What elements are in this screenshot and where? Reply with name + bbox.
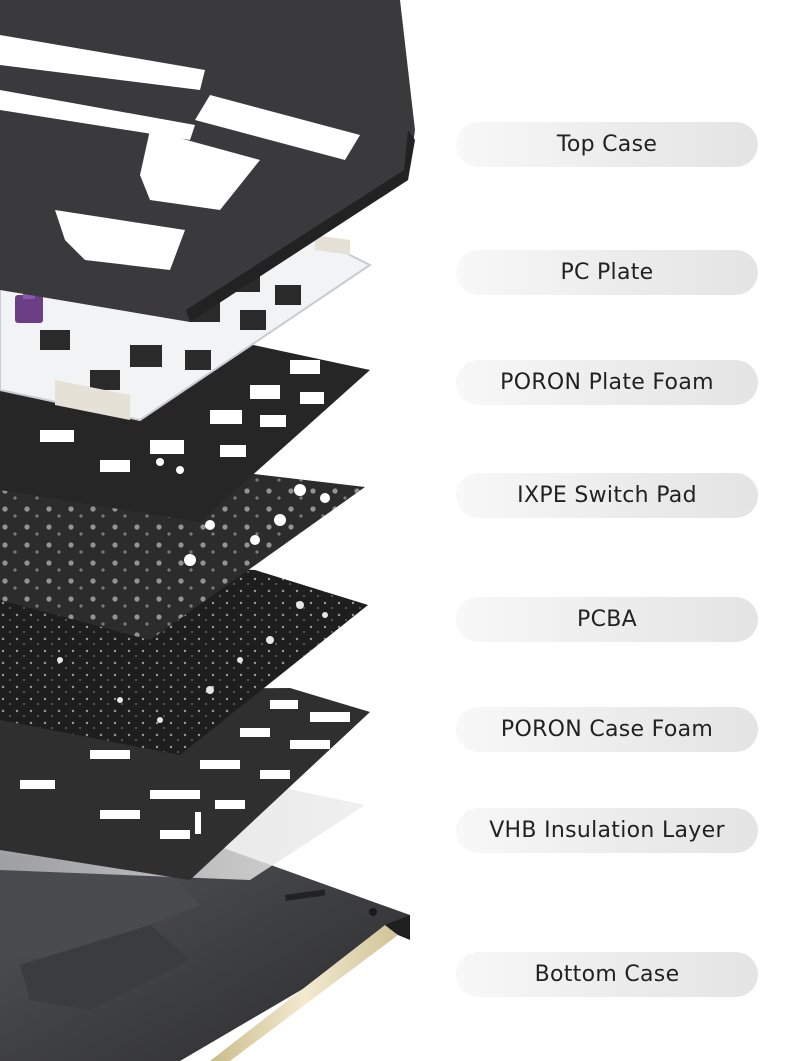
label-top-case: Top Case: [456, 122, 758, 167]
label-ixpe-switch-pad: IXPE Switch Pad: [456, 473, 758, 518]
label-pc-plate: PC Plate: [456, 250, 758, 295]
label-bottom-case: Bottom Case: [456, 952, 758, 997]
label-pcba: PCBA: [456, 597, 758, 642]
label-vhb-insulation-layer: VHB Insulation Layer: [456, 808, 758, 853]
bottom-case-illustration: [0, 830, 410, 1061]
label-poron-case-foam: PORON Case Foam: [456, 707, 758, 752]
label-poron-plate-foam: PORON Plate Foam: [456, 360, 758, 405]
top-case-illustration: [0, 0, 415, 322]
